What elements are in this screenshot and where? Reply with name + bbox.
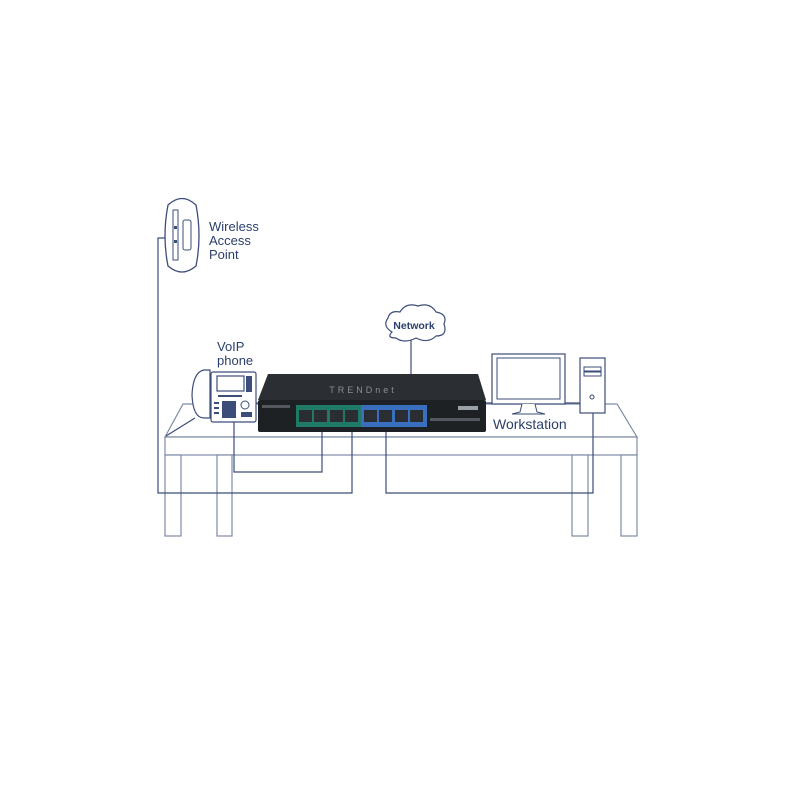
network-cloud-icon: Network [385,304,446,342]
ethernet-port [410,410,423,422]
wireless-access-point-icon [164,197,200,273]
workstation-label: Workstation [493,416,567,432]
voip-phone-icon [191,369,257,423]
voip-phone-label-line: phone [217,353,253,368]
cable-workstation [385,402,594,494]
network-label: Network [393,320,435,332]
switch-brand-logo: TRENDnet [329,385,397,395]
table-leg [620,454,638,537]
ethernet-port [395,410,408,422]
ethernet-port [330,410,343,422]
switch-front-print [262,405,290,408]
voip-phone-label: VoIP phone [217,339,253,368]
table-leg [164,454,182,537]
table-leg [571,454,589,537]
cable-phone-handset [165,417,196,437]
ethernet-port [314,410,327,422]
monitor-icon [491,353,566,415]
table-apron [164,436,638,456]
ethernet-ports [299,410,423,422]
table-leg [216,454,233,537]
access-point-label: Wireless Access Point [209,219,262,262]
ethernet-port [379,410,392,422]
ethernet-port [345,410,358,422]
switch-front-print [430,418,480,421]
access-point-label-line: Point [209,247,239,262]
poe-ports-panel [296,405,361,427]
switch-front-logo-mark [458,406,478,410]
access-point-label-line: Access [209,233,251,248]
ethernet-port [299,410,312,422]
network-switch: TRENDnet [258,374,486,432]
ethernet-port [364,410,377,422]
computer-tower-icon [579,357,606,414]
switch-top [258,374,486,400]
voip-phone-label-line: VoIP [217,339,244,354]
access-point-label-line: Wireless [209,219,259,234]
cable-voip-phone [233,420,323,473]
